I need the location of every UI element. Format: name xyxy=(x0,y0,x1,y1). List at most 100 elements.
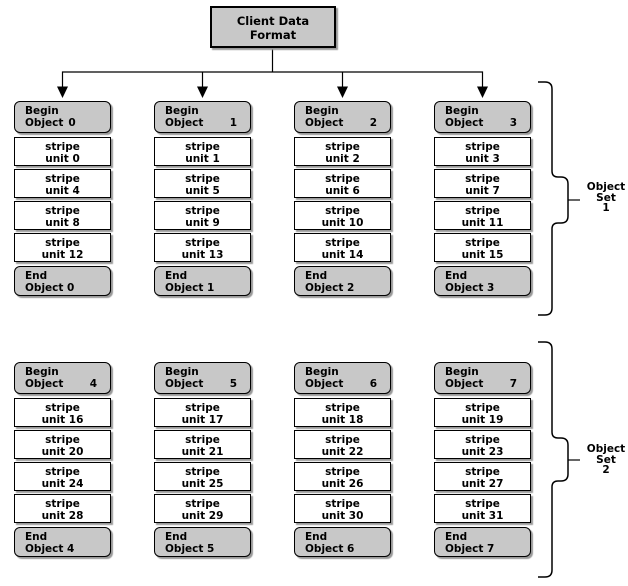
stripe-word-label: stripe xyxy=(325,205,360,217)
stripe-word-label: stripe xyxy=(465,402,500,414)
begin-label: Begin xyxy=(445,105,479,117)
stripe-word-label: stripe xyxy=(325,173,360,185)
stripe-word-label: stripe xyxy=(465,498,500,510)
stripe-unit-label: unit 1 xyxy=(185,153,220,165)
stripe-word-label: stripe xyxy=(45,498,80,510)
end-label: End xyxy=(305,270,328,282)
title-line-1: Client Data xyxy=(236,14,310,28)
stripe-unit-label: unit 23 xyxy=(461,446,504,458)
object-word: Object xyxy=(165,117,204,129)
stripe-word-label: stripe xyxy=(465,237,500,249)
end-label: End xyxy=(445,531,468,543)
stripe-unit-label: unit 16 xyxy=(41,414,84,426)
stripe-word-label: stripe xyxy=(325,434,360,446)
stripe-unit-label: unit 29 xyxy=(181,510,224,522)
stripe-word-label: stripe xyxy=(45,173,80,185)
stripe-word-label: stripe xyxy=(45,466,80,478)
stripe-unit-label: unit 5 xyxy=(185,185,220,197)
arrowhead-icon xyxy=(197,86,208,98)
stripe-unit-label: unit 31 xyxy=(461,510,504,522)
end-label: End xyxy=(25,270,48,282)
end-object-line: Object 4 xyxy=(25,543,75,555)
stripe-word-label: stripe xyxy=(185,498,220,510)
stripe-unit-label: unit 0 xyxy=(45,153,80,165)
stripe-unit-label: unit 19 xyxy=(461,414,504,426)
set-label-line: Object xyxy=(586,443,626,455)
stripe-unit-label: unit 8 xyxy=(45,217,80,229)
end-label: End xyxy=(165,531,188,543)
stripe-unit-label: unit 15 xyxy=(461,249,504,261)
object-number: 1 xyxy=(229,117,237,129)
end-label: End xyxy=(25,531,48,543)
begin-label: Begin xyxy=(165,366,199,378)
title-line-2: Format xyxy=(249,28,297,42)
stripe-word-label: stripe xyxy=(45,434,80,446)
stripe-word-label: stripe xyxy=(185,466,220,478)
stripe-word-label: stripe xyxy=(185,434,220,446)
object-word: Object xyxy=(445,117,484,129)
set-label-line: Set xyxy=(596,453,616,466)
stripe-unit-label: unit 20 xyxy=(41,446,84,458)
stripe-word-label: stripe xyxy=(185,173,220,185)
object-number: 5 xyxy=(229,378,237,390)
stripe-unit-label: unit 25 xyxy=(181,478,224,490)
object-word: Object xyxy=(165,378,204,390)
end-label: End xyxy=(445,270,468,282)
begin-label: Begin xyxy=(445,366,479,378)
stripe-word-label: stripe xyxy=(325,141,360,153)
stripe-word-label: stripe xyxy=(185,402,220,414)
object-number: 7 xyxy=(509,378,517,390)
stripe-word-label: stripe xyxy=(465,173,500,185)
end-object-line: Object 7 xyxy=(445,543,495,555)
object-number: 3 xyxy=(509,117,517,129)
stripe-unit-label: unit 13 xyxy=(181,249,224,261)
set-label-line: 1 xyxy=(602,202,610,214)
begin-label: Begin xyxy=(25,105,59,117)
begin-object-line: Object 1 xyxy=(165,117,244,129)
object-word: Object xyxy=(25,378,64,390)
stripe-word-label: stripe xyxy=(185,237,220,249)
stripe-unit-label: unit 9 xyxy=(185,217,220,229)
stripe-unit-label: unit 26 xyxy=(321,478,364,490)
stripe-unit-label: unit 17 xyxy=(181,414,224,426)
end-label: End xyxy=(305,531,328,543)
